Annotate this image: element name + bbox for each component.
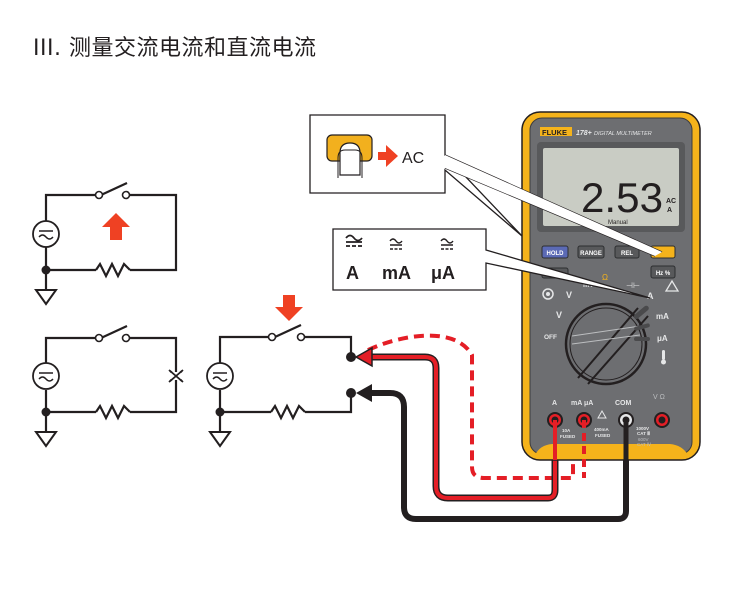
switch-contact-right xyxy=(121,190,131,200)
ac-source-icon xyxy=(32,362,60,390)
ac-source-icon xyxy=(206,362,234,390)
fuse-400ma-line2: FUSED xyxy=(595,433,611,438)
ground-icon xyxy=(208,431,232,448)
lead-red-dashed xyxy=(367,333,575,480)
warning-icon xyxy=(597,409,607,419)
ac-source-icon xyxy=(32,220,60,248)
dial-label-dcv: V xyxy=(566,290,572,300)
switch-lever xyxy=(100,182,128,196)
display-range-mode: Manual xyxy=(608,220,628,226)
test-point-upper xyxy=(346,352,356,362)
capacitor-icon: ⊣⊢ xyxy=(626,281,640,290)
display-mode: AC xyxy=(666,198,676,205)
circuit-broken xyxy=(44,325,183,432)
finger-press-icon xyxy=(339,142,361,176)
ohm-icon: Ω xyxy=(602,273,608,282)
lead-red-solid xyxy=(354,346,559,502)
jack-v-ohm[interactable] xyxy=(654,412,670,428)
display-value: 2.53 xyxy=(581,174,663,221)
cat-rating-2: 600V xyxy=(638,437,649,442)
ac-label: AC xyxy=(402,150,424,167)
svg-text:RANGE: RANGE xyxy=(580,251,602,257)
lead-black xyxy=(356,384,629,522)
cat-rating-2b: CAT Ⅳ xyxy=(637,442,652,447)
rel-button[interactable]: REL xyxy=(614,245,640,259)
unit-a-symbol: A xyxy=(345,234,363,283)
model-label: 178+ xyxy=(576,130,592,137)
resistor-zigzag xyxy=(95,261,131,279)
junction-node xyxy=(41,265,51,275)
fuse-400ma-line1: 400mA xyxy=(594,427,610,432)
test-point-lower xyxy=(346,388,356,398)
multimeter: FLUKE 178+ DIGITAL MULTIMETER 2.53 AC A … xyxy=(521,111,701,478)
arrow-down-icon xyxy=(275,295,303,321)
switch-contact-left xyxy=(94,190,104,200)
dial-label-acv: V xyxy=(556,310,562,320)
dial-label-ma: mA xyxy=(656,312,669,321)
probe-tip-red xyxy=(354,346,373,368)
hold-button[interactable]: HOLD xyxy=(541,245,569,259)
callout-ac-button: AC xyxy=(309,114,663,257)
ground-icon xyxy=(34,289,58,306)
dial-label-a: A xyxy=(647,291,654,301)
svg-text:Hz %: Hz % xyxy=(656,271,671,277)
arrow-right-icon xyxy=(378,145,398,167)
unit-ua-symbol: μA xyxy=(431,238,455,283)
jack-label-a: A xyxy=(552,400,557,407)
unit-ma-symbol: mA xyxy=(382,238,411,283)
hz-button[interactable]: Hz % xyxy=(650,265,676,279)
cat-rating-1: 1000V xyxy=(636,426,649,431)
backlight-icon xyxy=(542,288,554,300)
fuse-10a-line2: FUSED xyxy=(560,434,576,439)
cat-rating-1b: CAT Ⅲ xyxy=(637,430,651,436)
jack-label-com: COM xyxy=(615,400,632,407)
range-button[interactable]: RANGE xyxy=(577,245,605,259)
svg-text:μA: μA xyxy=(431,263,455,283)
fluke-logo xyxy=(540,127,572,136)
ground-icon xyxy=(34,431,58,448)
svg-text:REL: REL xyxy=(621,251,633,257)
circuit-measured xyxy=(218,324,353,432)
probe-tip-black xyxy=(356,384,372,402)
rotary-switch[interactable] xyxy=(564,302,650,386)
jack-label-ma-ua: mA μA xyxy=(571,400,593,407)
jack-label-v-ohm: V Ω xyxy=(653,394,665,401)
svg-text:mA: mA xyxy=(382,263,411,283)
callout-units: A mA μA xyxy=(332,228,651,299)
warning-icon xyxy=(664,279,680,292)
brand-label: FLUKE xyxy=(542,128,567,137)
display-unit: A xyxy=(667,207,672,214)
svg-text:A: A xyxy=(346,263,359,283)
subtitle-label: DIGITAL MULTIMETER xyxy=(594,131,652,137)
lcd-screen xyxy=(543,148,679,226)
dial-label-off: OFF xyxy=(544,334,557,341)
page-title: III. 测量交流电流和直流电流 xyxy=(33,36,317,61)
arrow-up-icon xyxy=(102,213,130,240)
thermometer-icon xyxy=(662,350,665,360)
svg-text:HOLD: HOLD xyxy=(547,251,565,257)
fuse-10a-line1: 10A xyxy=(562,428,571,433)
dial-label-ua: μA xyxy=(657,334,668,343)
